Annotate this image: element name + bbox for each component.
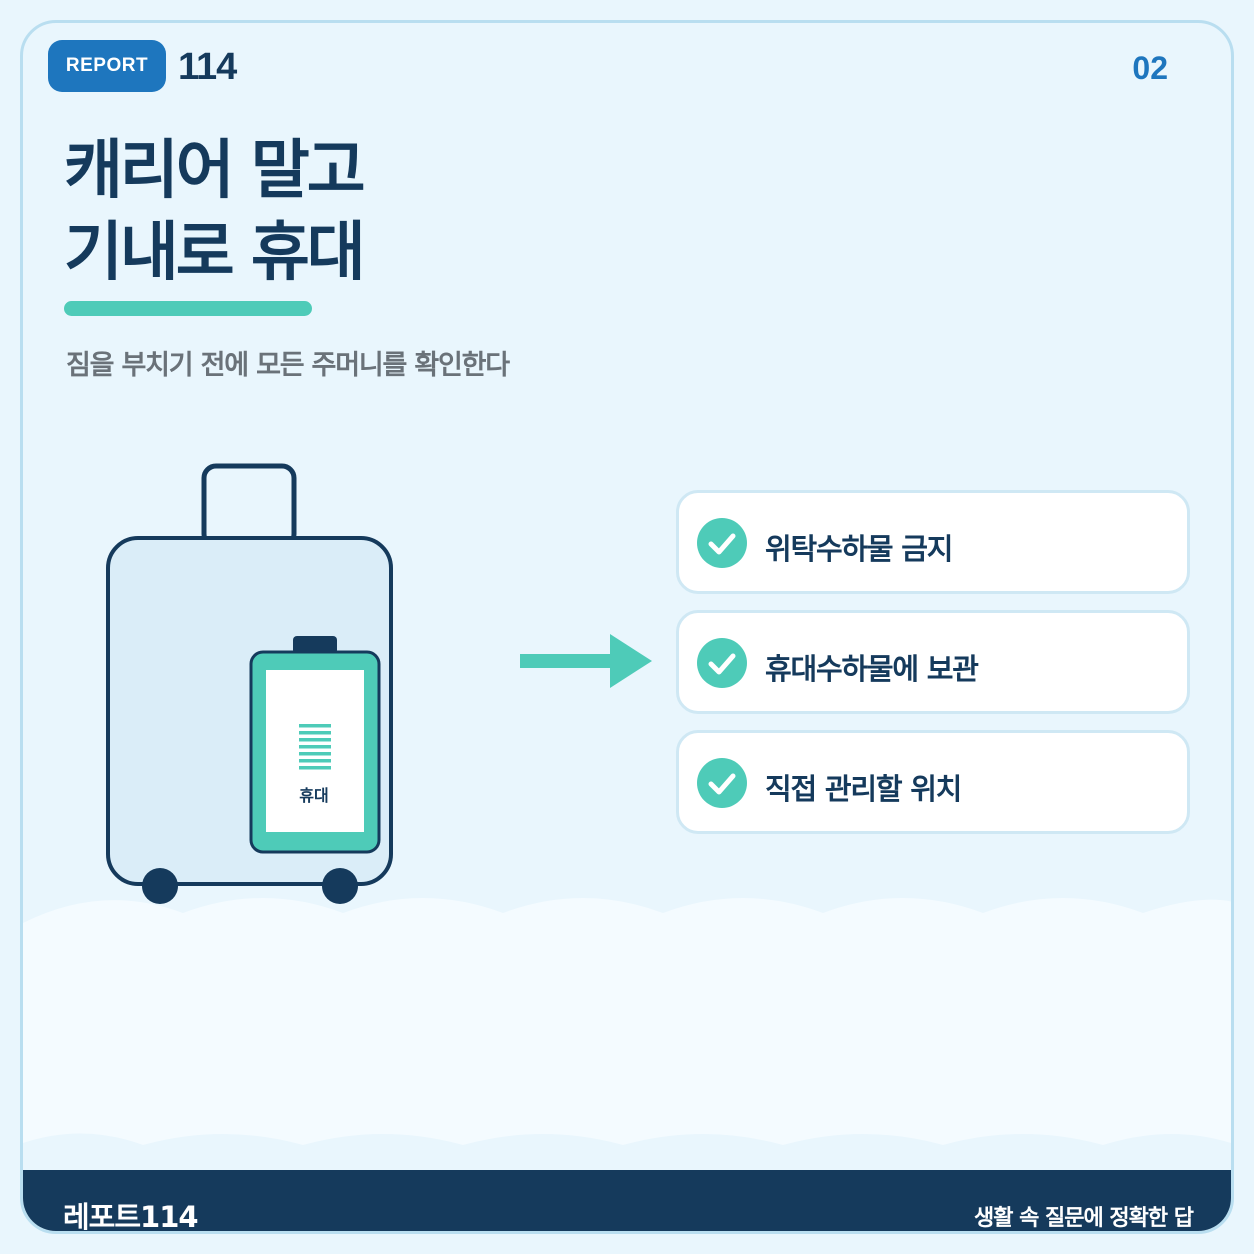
- footer-brand: 레포트114: [63, 1200, 199, 1234]
- page-number: 02: [1132, 50, 1168, 86]
- checklist-item: 위탁수하물 금지: [676, 490, 1190, 594]
- title-underline: [64, 301, 312, 316]
- report-number: 114: [178, 46, 237, 88]
- footer-tagline: 생활 속 질문에 정확한 답: [973, 1206, 1194, 1231]
- suitcase-icon: [106, 463, 393, 904]
- battery-icon: [249, 636, 381, 854]
- check-icon: [697, 518, 747, 568]
- check-icon: [697, 758, 747, 808]
- arrow-right-icon: [520, 634, 652, 688]
- page-title: 캐리어 말고 기내로 휴대: [64, 130, 366, 294]
- checklist-item: 휴대수하물에 보관: [676, 610, 1190, 714]
- checklist-label: 휴대수하물에 보관: [765, 652, 979, 686]
- checklist-label: 위탁수하물 금지: [765, 532, 953, 566]
- title-line-1: 캐리어 말고: [64, 134, 366, 208]
- checklist-item: 직접 관리할 위치: [676, 730, 1190, 834]
- report-badge: REPORT: [48, 40, 166, 92]
- footer-bar: 레포트114 생활 속 질문에 정확한 답: [23, 1170, 1231, 1234]
- cloud-background: [23, 898, 1231, 1183]
- battery-label: 휴대: [299, 786, 329, 805]
- checklist-label: 직접 관리할 위치: [765, 772, 962, 806]
- title-line-2: 기내로 휴대: [64, 216, 366, 290]
- page-subtitle: 짐을 부치기 전에 모든 주머니를 확인한다: [66, 350, 510, 381]
- check-icon: [697, 638, 747, 688]
